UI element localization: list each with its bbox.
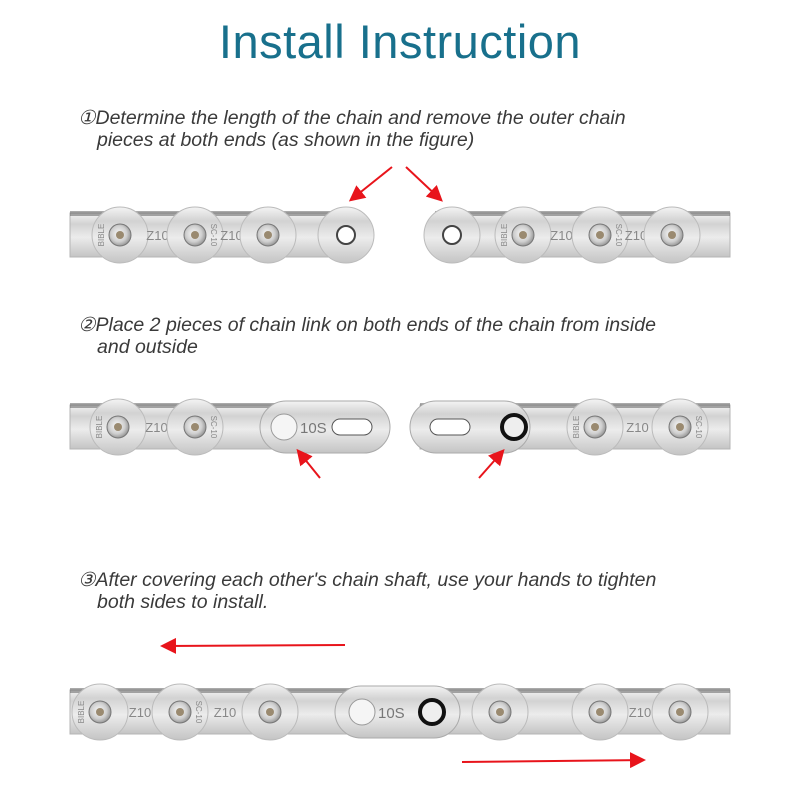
arrows <box>160 166 646 769</box>
red-arrow-icon <box>296 448 321 479</box>
model-marking: Z10 <box>220 228 242 243</box>
brand-marking: BIBLE <box>500 224 509 247</box>
brand-marking: BIBLE <box>95 416 104 439</box>
quick-link-pin <box>348 698 376 726</box>
sc-marking: SC-10 <box>194 701 203 724</box>
quick-link-slot <box>429 418 471 436</box>
model-marking: Z10 <box>214 705 236 720</box>
step-2-number: ② <box>78 314 96 336</box>
red-arrow-icon <box>478 449 505 479</box>
quick-link-pin-socket <box>418 698 446 726</box>
model-marking: Z10 <box>129 705 151 720</box>
step-2-text: ②Place 2 pieces of chain link on both en… <box>78 314 656 358</box>
step-2-line2: and outside <box>97 336 198 358</box>
red-arrow-icon <box>405 166 443 202</box>
sc-marking: SC-10 <box>614 224 623 247</box>
step-1-line2: pieces at both ends (as shown in the fig… <box>97 129 475 151</box>
left-arrow-icon <box>160 637 346 654</box>
right-arrow-icon <box>461 752 646 769</box>
sc-marking: SC-10 <box>694 416 703 439</box>
step-1-text: ①Determine the length of the chain and r… <box>78 107 626 151</box>
step-3-line2: both sides to install. <box>97 591 269 613</box>
step-2-line1: Place 2 pieces of chain link on both end… <box>95 314 656 336</box>
sc-marking: SC-10 <box>209 416 218 439</box>
model-marking: Z10 <box>629 705 651 720</box>
brand-marking: BIBLE <box>77 701 86 724</box>
quick-link-pin-socket <box>500 413 528 441</box>
link-size-marking: 10S <box>378 705 405 722</box>
step-3-line1: After covering each other's chain shaft,… <box>95 569 657 591</box>
step-1-line1: Determine the length of the chain and re… <box>95 107 626 129</box>
chain-segment: Z10 BIBLE SC-10 <box>409 398 731 456</box>
model-marking: Z10 <box>626 420 648 435</box>
brand-marking: BIBLE <box>572 416 581 439</box>
chain-segment: Z10 BIBLE Z10 SC-10 Z10 10S <box>69 683 731 741</box>
model-marking: Z10 <box>625 228 647 243</box>
model-marking: Z10 <box>145 420 167 435</box>
pin-hole <box>336 225 356 245</box>
pin-hole <box>442 225 462 245</box>
brand-marking: BIBLE <box>97 224 106 247</box>
red-arrow-icon <box>348 166 393 202</box>
sc-marking: SC-10 <box>209 224 218 247</box>
model-marking: Z10 <box>550 228 572 243</box>
chain-segment: Z10 BIBLE SC-10 10S <box>69 398 391 456</box>
step-3-number: ③ <box>78 569 96 591</box>
quick-link-slot <box>331 418 373 436</box>
link-size-marking: 10S <box>300 420 327 437</box>
step-1-number: ① <box>78 107 96 129</box>
step-3-text: ③After covering each other's chain shaft… <box>78 569 656 613</box>
quick-link-plate <box>259 400 391 454</box>
page-title: Install Instruction <box>218 15 582 68</box>
model-marking: Z10 <box>146 228 168 243</box>
quick-link-pin <box>270 413 298 441</box>
